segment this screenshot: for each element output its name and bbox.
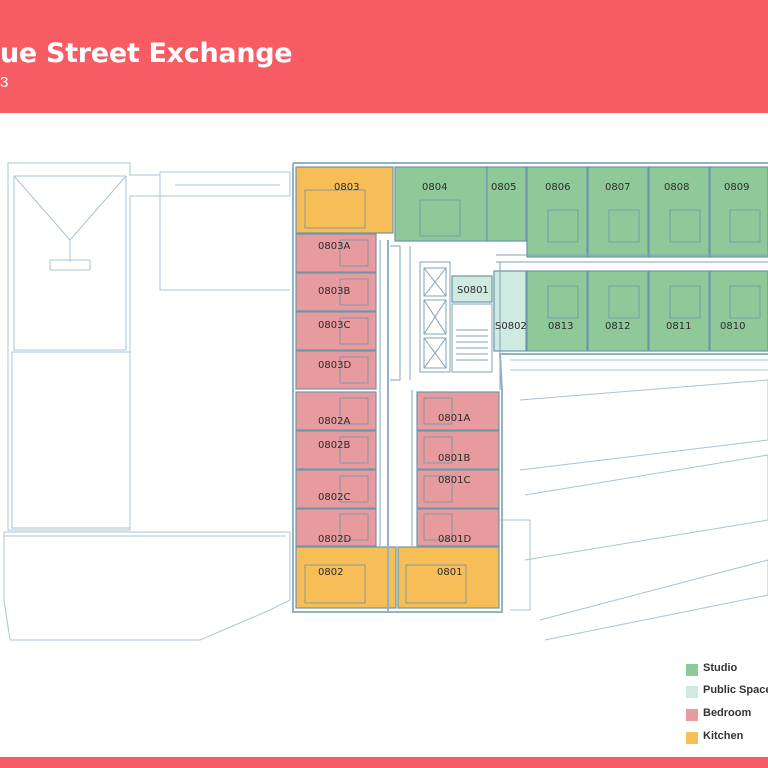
label-0803: 0803 <box>334 182 359 193</box>
label-0802B: 0802B <box>318 440 350 451</box>
legend-item-bedroom: Bedroom <box>686 707 768 725</box>
legend-label-public-space: Public Space <box>703 684 768 696</box>
legend-swatch-kitchen <box>686 732 698 744</box>
label-0812: 0812 <box>605 321 630 332</box>
room-0812 <box>587 270 649 352</box>
label-0801: 0801 <box>437 567 462 578</box>
label-0801B: 0801B <box>438 453 470 464</box>
studio-areas <box>394 166 768 352</box>
page-title: ue Street Exchange <box>0 38 293 69</box>
legend-swatch-bedroom <box>686 709 698 721</box>
room-0802 <box>295 546 397 609</box>
label-0811: 0811 <box>666 321 691 332</box>
room-0809 <box>709 166 768 258</box>
room-0810 <box>709 270 768 352</box>
label-0803D: 0803D <box>318 360 351 371</box>
label-0808: 0808 <box>664 182 689 193</box>
legend-item-kitchen: Kitchen <box>686 730 768 748</box>
label-0801D: 0801D <box>438 534 471 545</box>
label-0802A: 0802A <box>318 416 350 427</box>
floor-plan: 0803 0804 0805 0806 0807 0808 0809 0803A… <box>3 162 768 641</box>
room-0801 <box>397 546 500 609</box>
label-0801A: 0801A <box>438 413 470 424</box>
legend-swatch-studio <box>686 664 698 676</box>
label-0803A: 0803A <box>318 241 350 252</box>
room-S0801 <box>451 275 493 303</box>
legend-item-public-space: Public Space <box>686 684 768 702</box>
kitchen-areas <box>295 166 500 609</box>
label-0802D: 0802D <box>318 534 351 545</box>
label-S0801: S0801 <box>457 285 489 296</box>
room-labels: 0803 0804 0805 0806 0807 0808 0809 0803A… <box>318 182 749 578</box>
label-0806: 0806 <box>545 182 570 193</box>
legend-label-bedroom: Bedroom <box>703 707 752 719</box>
label-0803C: 0803C <box>318 320 350 331</box>
label-0801C: 0801C <box>438 475 470 486</box>
footer-bar <box>0 757 768 768</box>
room-0811 <box>648 270 710 352</box>
room-S0802 <box>493 270 527 352</box>
furniture-hints <box>304 189 761 604</box>
room-0804 <box>394 166 488 242</box>
label-0804: 0804 <box>422 182 447 193</box>
label-0802C: 0802C <box>318 492 350 503</box>
legend-label-kitchen: Kitchen <box>703 730 744 742</box>
legend-swatch-public-space <box>686 686 698 698</box>
room-0805 <box>486 166 527 242</box>
label-0802: 0802 <box>318 567 343 578</box>
room-0813 <box>526 270 588 352</box>
label-0805: 0805 <box>491 182 516 193</box>
legend-label-studio: Studio <box>703 662 738 674</box>
label-0813: 0813 <box>548 321 573 332</box>
room-0802D <box>295 508 377 547</box>
label-0807: 0807 <box>605 182 630 193</box>
building-walls <box>292 162 768 613</box>
page-subtitle: 3 <box>0 74 9 91</box>
header-banner: ue Street Exchange 3 <box>0 0 768 113</box>
room-0803 <box>295 166 394 234</box>
label-0810: 0810 <box>720 321 745 332</box>
label-0809: 0809 <box>724 182 749 193</box>
label-S0802: S0802 <box>495 321 527 332</box>
context-outlines <box>3 162 768 641</box>
public-areas <box>451 270 527 352</box>
legend-item-studio: Studio <box>686 662 768 680</box>
label-0803B: 0803B <box>318 286 350 297</box>
